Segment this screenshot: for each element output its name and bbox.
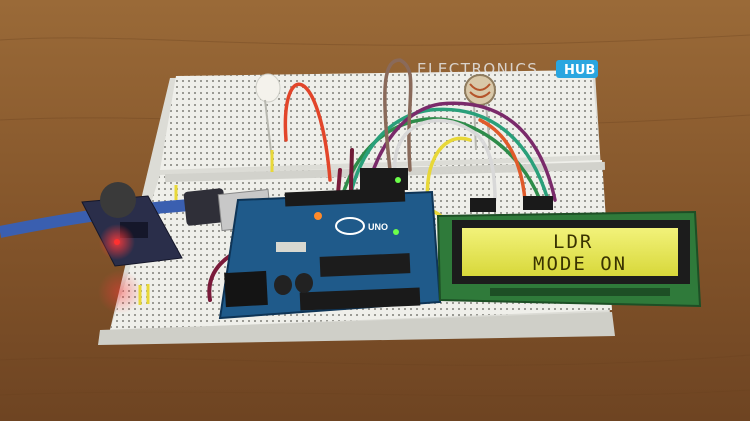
watermark-brand: ELECTRONICS bbox=[417, 60, 538, 78]
watermark-badge bbox=[556, 60, 598, 78]
lcd-line-2: MODE ON bbox=[533, 253, 627, 275]
lcd-module: LDR MODE ON bbox=[436, 210, 702, 308]
lcd-line-1: LDR bbox=[553, 231, 593, 253]
board-model-label: UNO bbox=[368, 222, 388, 232]
watermark-suffix: HUB bbox=[564, 63, 595, 78]
arduino-board: UNO bbox=[218, 187, 442, 320]
header-block bbox=[360, 168, 408, 190]
led-component bbox=[255, 73, 281, 103]
jumper-pins bbox=[138, 150, 274, 305]
rtc-module bbox=[81, 182, 183, 314]
lcd-screen bbox=[462, 228, 678, 276]
watermark: ELECTRONICS HUB bbox=[417, 60, 598, 78]
